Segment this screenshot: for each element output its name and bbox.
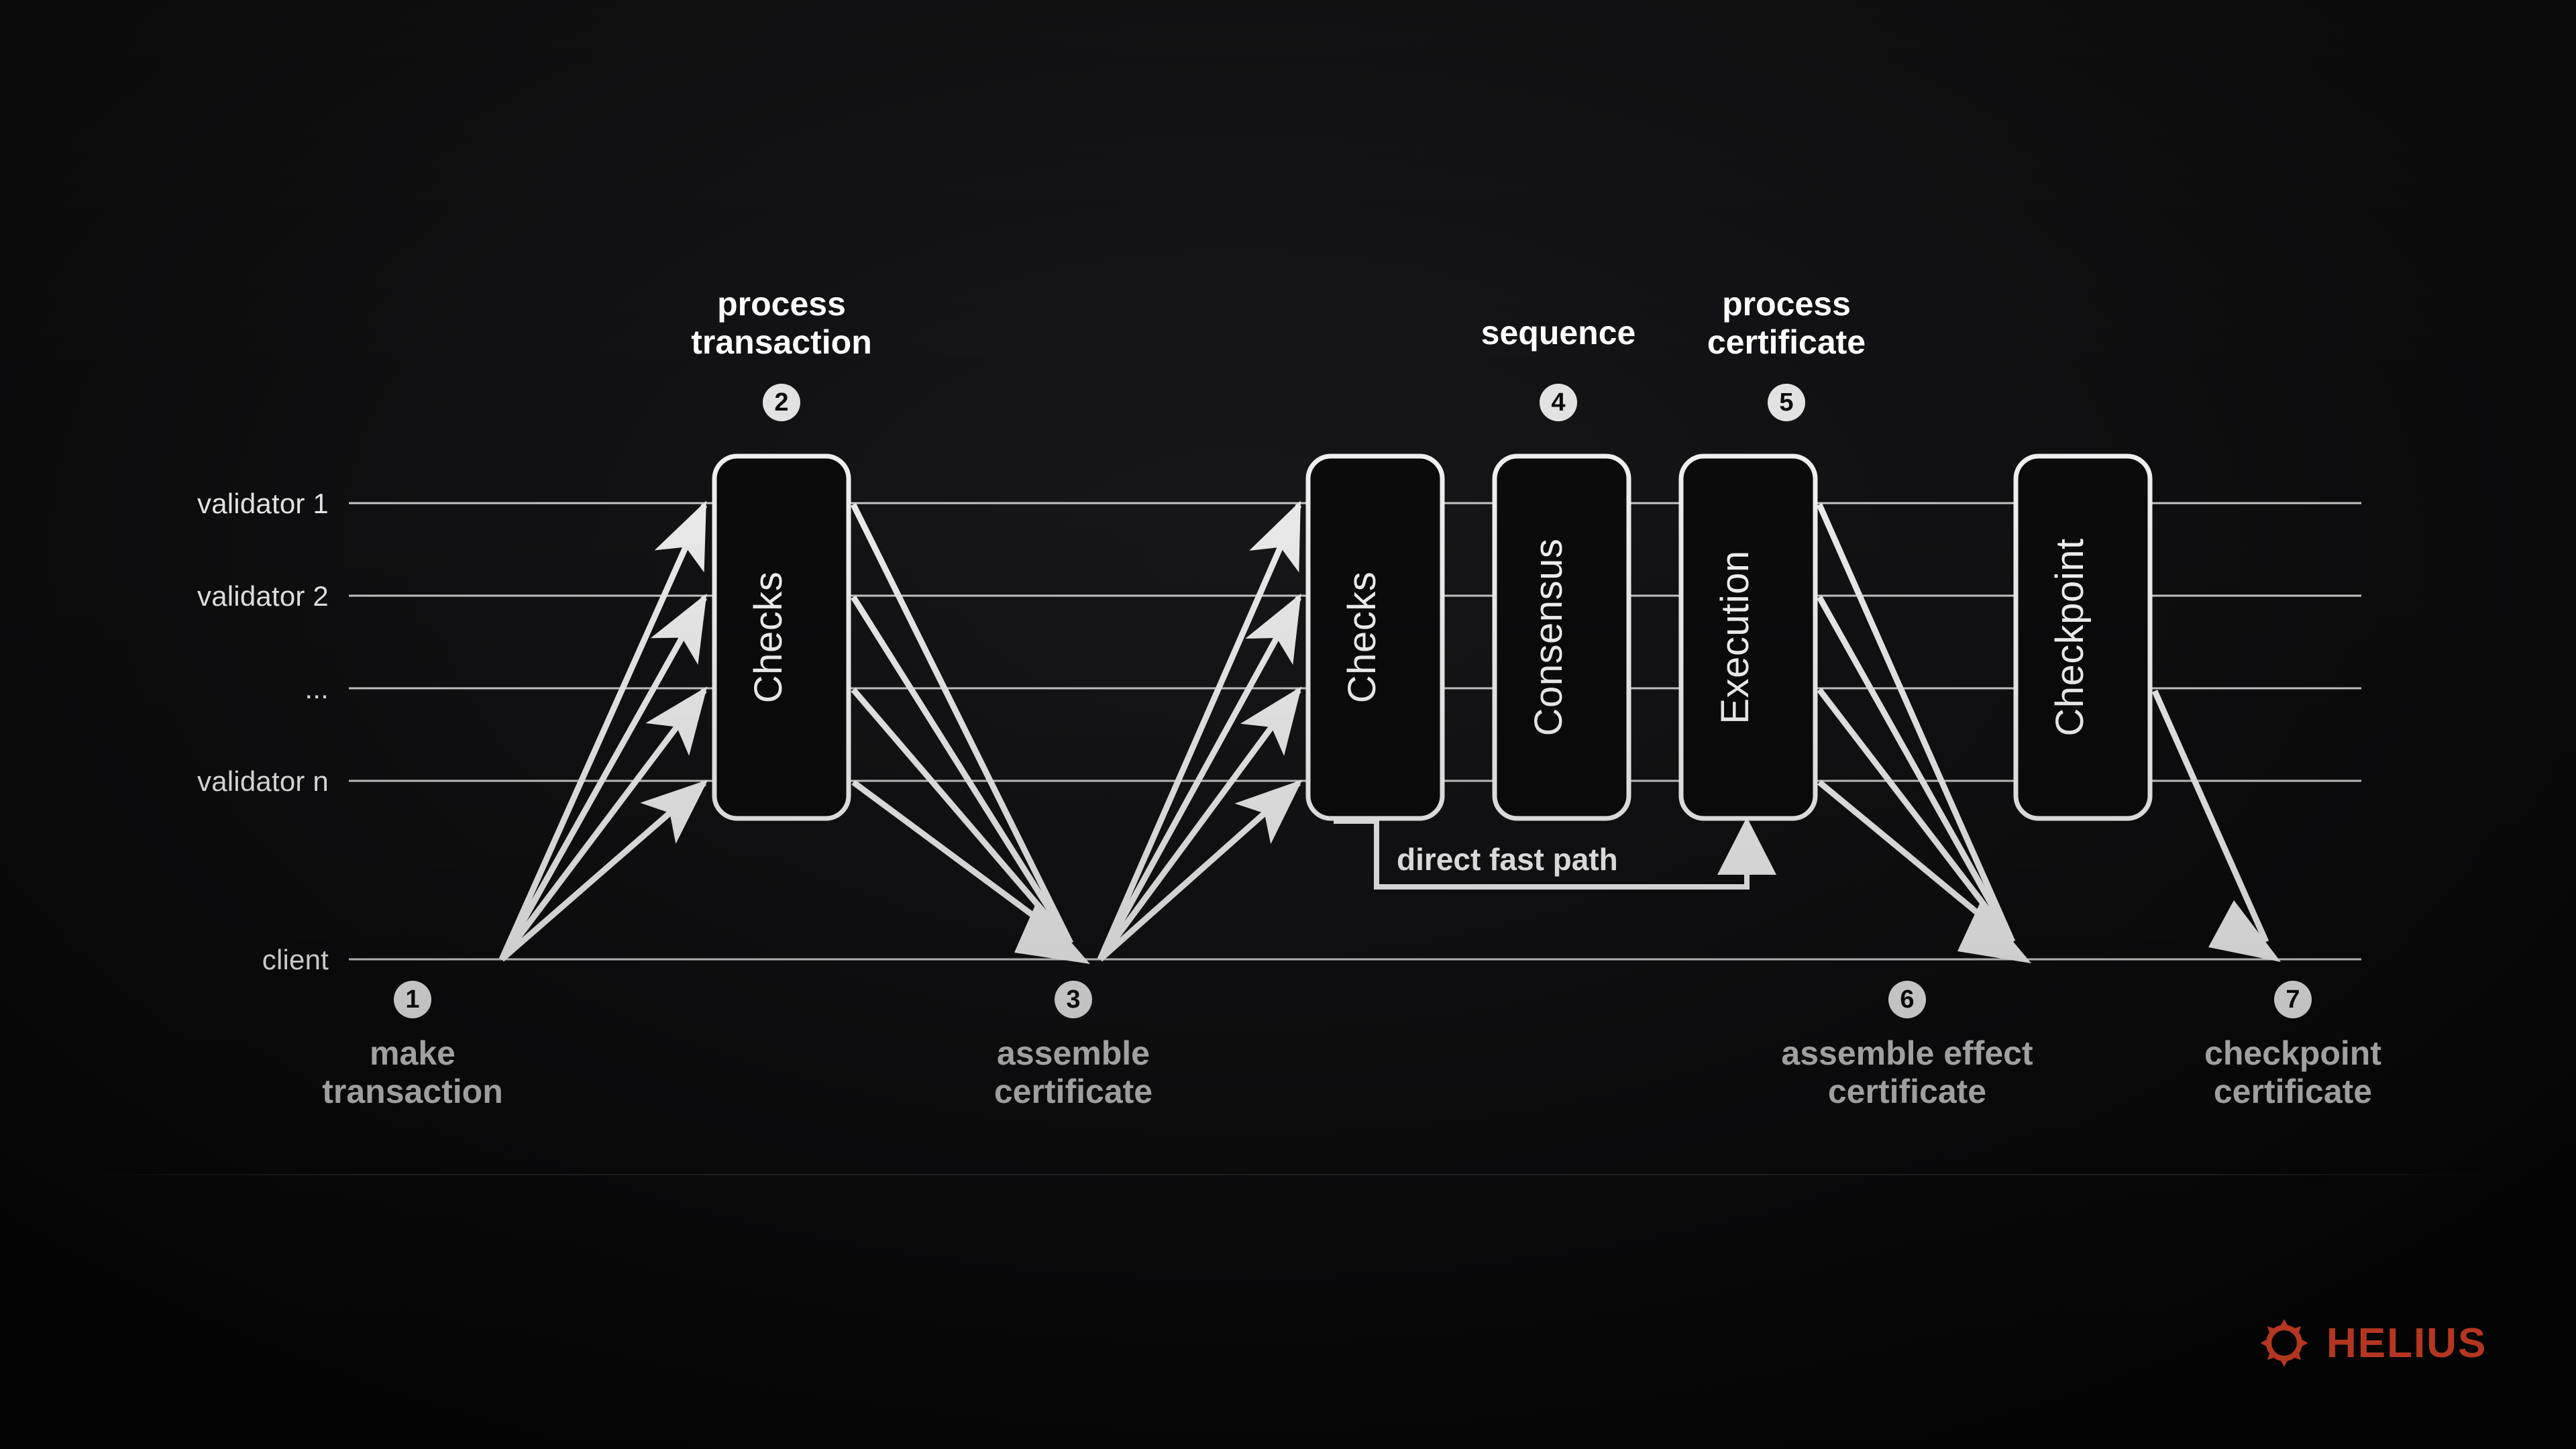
box-checkpoint: Checkpoint [2013,453,2153,821]
box-checks-2: Checks [1305,453,1445,821]
arrows-make-transaction [498,500,708,962]
box-label-checks-1: Checks [747,572,790,703]
lane-label-validator-n: validator n [197,765,329,797]
arrows-process-certificate-in [1097,500,1303,962]
stage-boxes: Checks Checks Consensus Execution Checkp… [712,453,2153,821]
step-label-assemble-effect-certificate: assemble effect certificate [1781,1034,2033,1110]
brand-wordmark: HELIUS [2326,1320,2487,1366]
step-badge-1: 1 [394,981,431,1018]
direct-fast-path-connector [1334,817,1776,890]
step-badge-3: 3 [1055,981,1092,1018]
step-label-process-transaction: process transaction [691,285,872,361]
arrow-checkpoint-certificate [2151,690,2281,962]
step-badge-4: 4 [1540,384,1577,421]
step-label-process-certificate: process certificate [1707,285,1866,361]
step-label-make-transaction: make transaction [322,1034,503,1110]
step-badge-2: 2 [763,384,800,421]
step-badge-7: 7 [2274,981,2312,1018]
arrows-assemble-certificate [850,503,1090,964]
box-execution: Execution [1678,453,1818,821]
section-divider [70,1174,2506,1175]
annotation-direct-fast-path: direct fast path [1397,842,1618,877]
lane-label-validator-1: validator 1 [197,488,329,519]
box-consensus: Consensus [1492,453,1631,821]
arrows-assemble-effect-certificate [1816,503,2031,963]
brand-logo: HELIUS [2259,1318,2487,1368]
lane-label-client: client [262,944,329,975]
step-badge-6: 6 [1888,981,1926,1018]
lane-label-validator-2: validator 2 [197,580,329,612]
box-label-execution: Execution [1713,550,1757,724]
box-label-checkpoint: Checkpoint [2048,538,2092,736]
step-label-sequence: sequence [1481,314,1636,352]
box-checks-1: Checks [712,453,851,821]
sunburst-icon [2260,1319,2308,1367]
box-label-checks-2: Checks [1340,572,1384,703]
step-badge-5: 5 [1768,384,1805,421]
step-label-checkpoint-certificate: checkpoint certificate [2204,1034,2381,1110]
step-label-assemble-certificate: assemble certificate [994,1034,1153,1110]
lane-label-ellipsis: ... [305,673,329,704]
box-label-consensus: Consensus [1527,539,1570,737]
